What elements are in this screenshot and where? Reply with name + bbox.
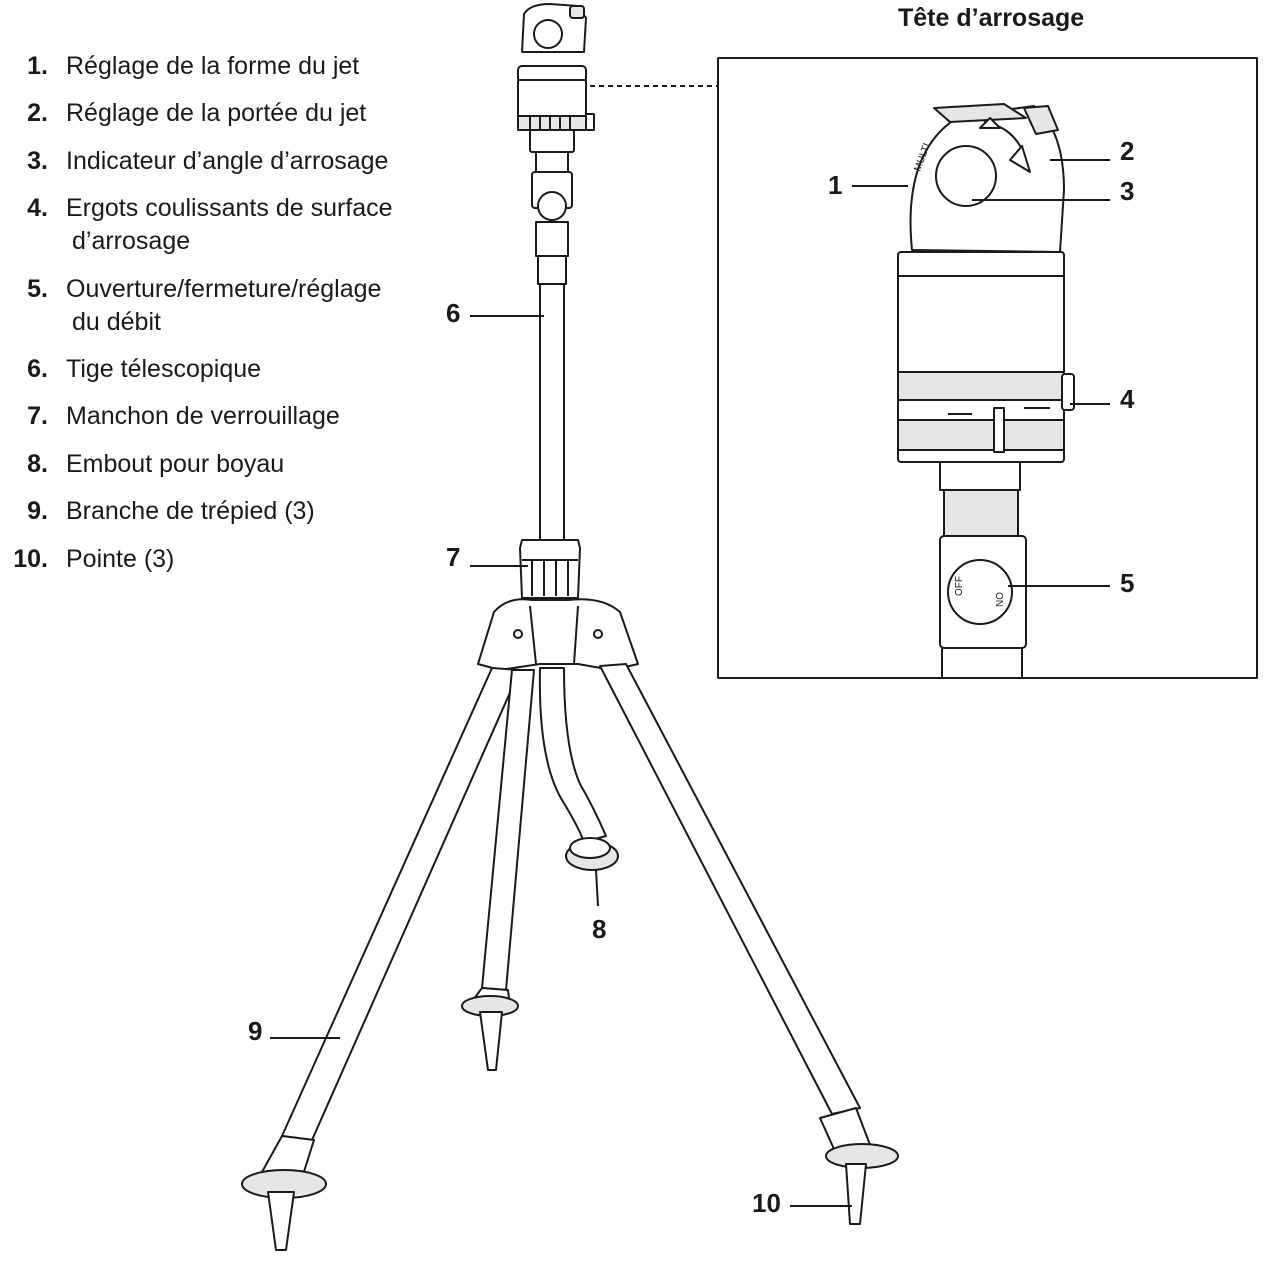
small-sprinkler-head — [517, 3, 595, 285]
angle-indicator-dial — [935, 145, 997, 207]
legend-number: 6. — [27, 355, 48, 383]
tripod-leg-left — [241, 667, 521, 1251]
hose-connector — [538, 667, 619, 871]
dial-label-off: OFF — [954, 576, 965, 596]
telescopic-pole — [539, 283, 565, 541]
legend-text: Pointe (3) — [66, 545, 175, 573]
tripod-leg-middle — [461, 669, 535, 1071]
legend-number: 3. — [27, 147, 48, 175]
leader-lines — [270, 159, 1110, 1207]
inset-title: Tête d’arrosage — [898, 4, 1085, 32]
legend-text-continued: d’arrosage — [72, 227, 191, 255]
callout-2: 2 — [1120, 136, 1134, 166]
legend-number: 7. — [27, 402, 48, 430]
callout-10: 10 — [752, 1188, 781, 1218]
legend-number: 5. — [27, 275, 48, 303]
legend-number: 4. — [27, 194, 48, 222]
callout-7: 7 — [446, 542, 460, 572]
legend-text-continued: du débit — [72, 308, 161, 336]
legend-text: Réglage de la forme du jet — [66, 52, 360, 80]
legend-number: 10. — [13, 545, 48, 573]
callout-3: 3 — [1120, 176, 1134, 206]
legend-text: Manchon de verrouillage — [66, 402, 340, 430]
tripod-hub — [477, 598, 639, 671]
locking-sleeve — [519, 539, 581, 599]
ribbed-ring — [897, 371, 1065, 401]
detailed-sprinkler-head: MULTI OFF ON — [897, 103, 1075, 679]
legend-number: 2. — [27, 99, 48, 127]
legend-text: Indicateur d’angle d’arrosage — [66, 147, 389, 175]
callout-4: 4 — [1120, 384, 1135, 414]
callout-5: 5 — [1120, 568, 1134, 598]
tripod-leg-right — [599, 663, 899, 1225]
legend-text: Réglage de la portée du jet — [66, 99, 367, 127]
legend-text: Ouverture/fermeture/réglage — [66, 275, 382, 303]
legend-text: Embout pour boyau — [66, 450, 285, 478]
legend-text: Ergots coulissants de surface — [66, 194, 393, 222]
dial-label-on: ON — [993, 592, 1004, 607]
legend-number: 9. — [27, 497, 48, 525]
sliding-tabs[interactable] — [1061, 373, 1075, 411]
callout-numbers: 1 2 3 4 5 6 7 8 9 10 — [248, 136, 1135, 1218]
legend-text: Branche de trépied (3) — [66, 497, 315, 525]
legend-number: 8. — [27, 450, 48, 478]
callout-1: 1 — [828, 170, 842, 200]
callout-9: 9 — [248, 1016, 262, 1046]
callout-6: 6 — [446, 298, 460, 328]
on-off-knob[interactable] — [947, 559, 1013, 625]
range-knob — [1023, 105, 1059, 135]
legend-number: 1. — [27, 52, 48, 80]
callout-8: 8 — [592, 914, 606, 944]
legend-text: Tige télescopique — [66, 355, 262, 383]
